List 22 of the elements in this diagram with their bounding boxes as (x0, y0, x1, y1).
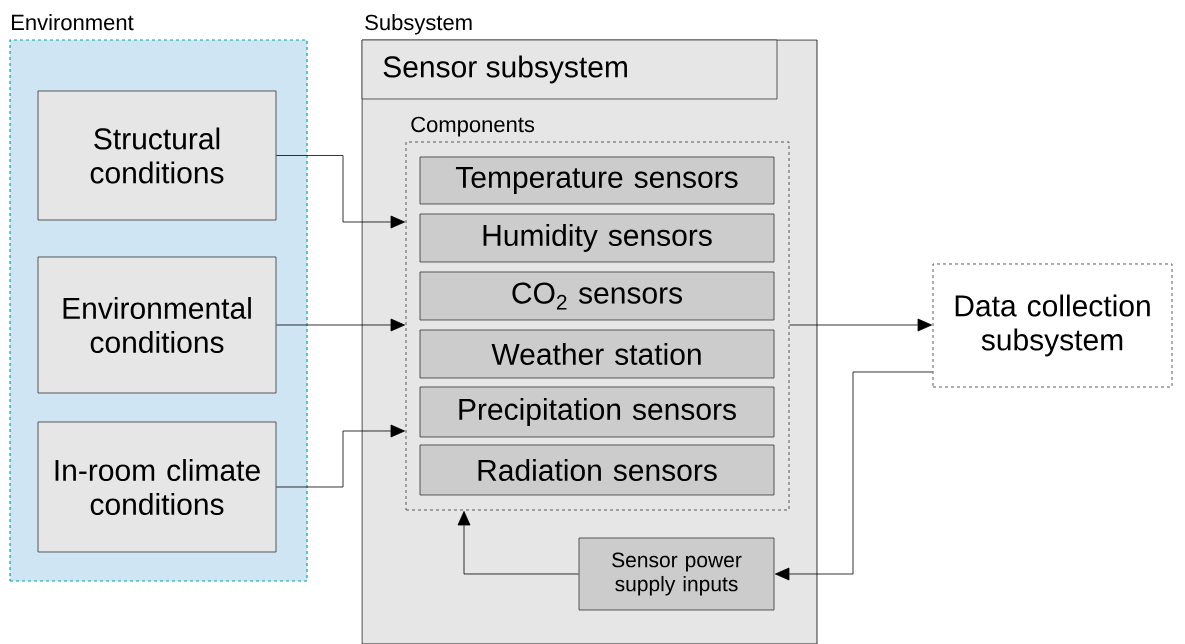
arrow (789, 318, 932, 332)
component-box: Precipitation sensors (419, 386, 775, 438)
component-box: Humidity sensors (419, 213, 775, 263)
component-box: Weather station (419, 329, 775, 379)
panel-heading: Components (411, 116, 535, 137)
arrow (276, 424, 405, 488)
panel-heading: Environment (12, 14, 134, 31)
arrow (276, 155, 405, 229)
component-box: CO$_{2}$ sensors (419, 271, 775, 321)
panel-heading: Subsystem (365, 14, 472, 35)
component-box: Temperature sensors (419, 156, 775, 205)
process-box: Structural conditions (37, 90, 277, 221)
process-box: Sensor subsystem (361, 39, 778, 100)
process-box: In-room climate conditions (37, 421, 277, 553)
dashed-group-box (405, 116, 790, 511)
arrow (457, 511, 579, 575)
arrow (775, 371, 933, 581)
arrow (276, 318, 405, 332)
process-box: Environmental conditions (37, 256, 277, 394)
dashed-box: Data collection subsystem (932, 263, 1173, 388)
component-box: Radiation sensors (419, 444, 775, 496)
component-box: Sensor power supply inputs (578, 537, 775, 611)
